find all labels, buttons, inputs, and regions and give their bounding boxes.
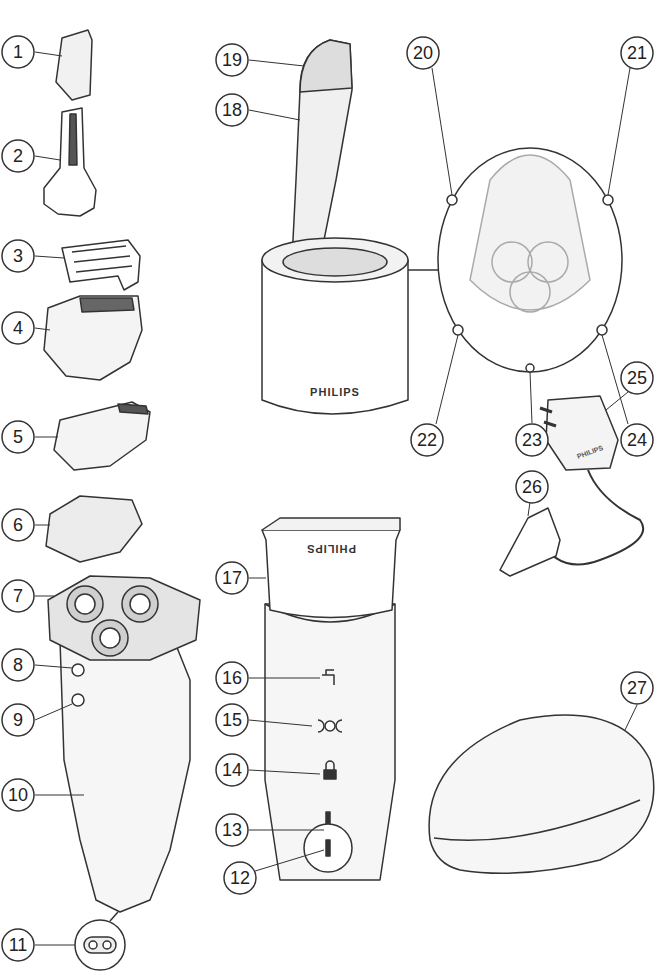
nose-trimmer bbox=[44, 108, 96, 216]
callout-circle bbox=[2, 140, 34, 172]
callout-circle bbox=[216, 814, 248, 846]
callout-circle bbox=[216, 754, 248, 786]
callout-number: 17 bbox=[222, 569, 242, 587]
precision-trimmer bbox=[54, 402, 150, 470]
callout-circle bbox=[216, 94, 248, 126]
callout-circle bbox=[2, 421, 34, 453]
callout-circle bbox=[216, 562, 248, 594]
shaving-unit bbox=[48, 576, 200, 660]
callout-circle bbox=[2, 649, 34, 681]
callout-circle bbox=[2, 509, 34, 541]
mode-button bbox=[72, 694, 84, 706]
callout-number: 16 bbox=[222, 669, 242, 687]
callout-circle bbox=[621, 362, 653, 394]
callout-circle bbox=[2, 312, 34, 344]
trimmer-comb bbox=[62, 240, 140, 290]
callout-number: 21 bbox=[627, 44, 647, 62]
callout-circle bbox=[411, 424, 443, 456]
travel-pouch bbox=[429, 715, 654, 873]
comb-teeth bbox=[72, 246, 132, 272]
trimmer-blade bbox=[69, 114, 77, 165]
callout-number: 23 bbox=[522, 431, 542, 449]
precision-blade bbox=[118, 404, 148, 414]
cleaning-unit-top-view bbox=[438, 148, 622, 372]
callout-circle bbox=[2, 704, 34, 736]
brand-name: PHILIPS bbox=[310, 387, 360, 398]
cleaning-unit-base bbox=[262, 260, 408, 414]
on-off-button bbox=[72, 664, 84, 676]
callout-number: 2 bbox=[13, 147, 23, 165]
callout-circle bbox=[216, 44, 248, 76]
shaver-handle bbox=[60, 620, 190, 912]
callout-circle bbox=[2, 779, 34, 811]
shaving-head-cap bbox=[46, 496, 142, 562]
callout-number: 6 bbox=[13, 516, 23, 534]
callout-number: 3 bbox=[13, 247, 23, 265]
callout-number: 14 bbox=[222, 761, 242, 779]
callout-number: 9 bbox=[13, 711, 23, 729]
callout-circle bbox=[407, 37, 439, 69]
callout-number: 12 bbox=[230, 869, 250, 887]
callout-number: 18 bbox=[222, 101, 242, 119]
callout-number: 10 bbox=[8, 786, 28, 804]
power-adapter bbox=[546, 396, 618, 470]
callout-number: 27 bbox=[627, 679, 647, 697]
callout-number: 4 bbox=[13, 319, 23, 337]
callout-number: 26 bbox=[522, 478, 542, 496]
replace-symbol bbox=[318, 720, 342, 732]
callout-number: 22 bbox=[417, 431, 437, 449]
callout-circle bbox=[2, 580, 34, 612]
callout-number: 20 bbox=[413, 44, 433, 62]
callout-number: 13 bbox=[222, 821, 242, 839]
trimmer-teeth bbox=[80, 298, 134, 312]
callout-circle bbox=[516, 424, 548, 456]
callout-circle bbox=[621, 424, 653, 456]
callout-circle bbox=[216, 662, 248, 694]
water-symbol bbox=[322, 670, 334, 685]
leader-lines bbox=[35, 52, 637, 945]
callout-number: 19 bbox=[222, 51, 242, 69]
lock-symbol bbox=[324, 770, 336, 779]
callout-number: 11 bbox=[9, 936, 28, 954]
callout-number: 5 bbox=[13, 428, 23, 446]
callout-number: 24 bbox=[627, 431, 647, 449]
cleaning-cartridge bbox=[262, 530, 400, 618]
cleaning-unit-holder bbox=[292, 40, 352, 260]
holder-cap bbox=[300, 40, 352, 92]
callout-circle bbox=[216, 704, 248, 736]
callout-circle bbox=[2, 929, 34, 961]
brand-name: PHILIPS bbox=[576, 444, 604, 460]
callout-circle bbox=[621, 672, 653, 704]
small-plug bbox=[500, 508, 560, 576]
callout-number: 15 bbox=[222, 711, 242, 729]
callout-number: 7 bbox=[13, 587, 23, 605]
callout-number: 25 bbox=[627, 369, 647, 387]
callout-circle bbox=[621, 37, 653, 69]
beard-trimmer bbox=[44, 296, 142, 380]
socket-detail bbox=[75, 920, 125, 970]
brand-name: PHILIPS bbox=[306, 543, 356, 554]
callout-number: 1 bbox=[13, 43, 23, 61]
indicator-detail bbox=[304, 824, 352, 872]
callout-circle bbox=[2, 240, 34, 272]
callout-circle bbox=[2, 36, 34, 68]
protection-cap bbox=[56, 30, 92, 100]
callout-circle bbox=[224, 862, 256, 894]
callout-number: 8 bbox=[13, 656, 23, 674]
callout-circle bbox=[516, 471, 548, 503]
shaver-display bbox=[265, 604, 395, 880]
